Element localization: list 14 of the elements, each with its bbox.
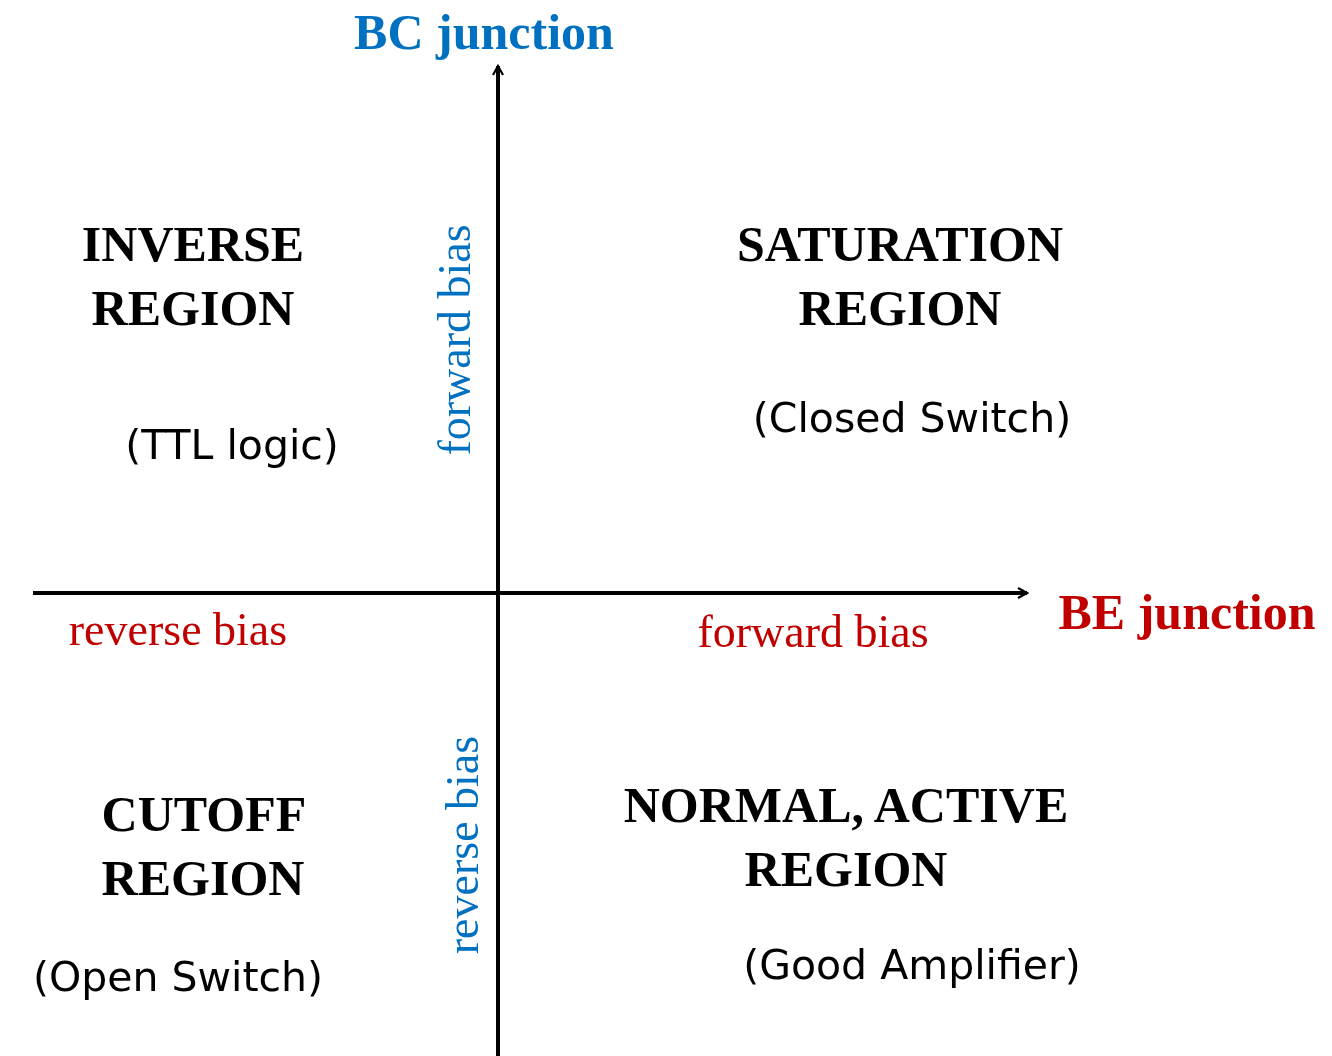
region-note: (Open Switch) xyxy=(32,952,324,1002)
region-note: (Closed Switch) xyxy=(752,393,1072,443)
axis-title: BE junction xyxy=(1058,584,1316,640)
region-note: (TTL logic) xyxy=(125,420,339,470)
bias-label: reverse bias xyxy=(437,735,489,955)
bias-label: forward bias xyxy=(697,606,929,658)
bias-label: forward bias xyxy=(429,224,481,456)
axis-title: BC junction xyxy=(354,4,614,60)
region-title: SATURATION REGION xyxy=(737,215,1063,338)
region-title: NORMAL, ACTIVE REGION xyxy=(622,776,1070,899)
region-title: INVERSE REGION xyxy=(81,215,305,338)
region-note: (Good Amplifier) xyxy=(743,940,1081,990)
region-title: CUTOFF REGION xyxy=(101,785,305,908)
bias-label: reverse bias xyxy=(68,604,288,656)
